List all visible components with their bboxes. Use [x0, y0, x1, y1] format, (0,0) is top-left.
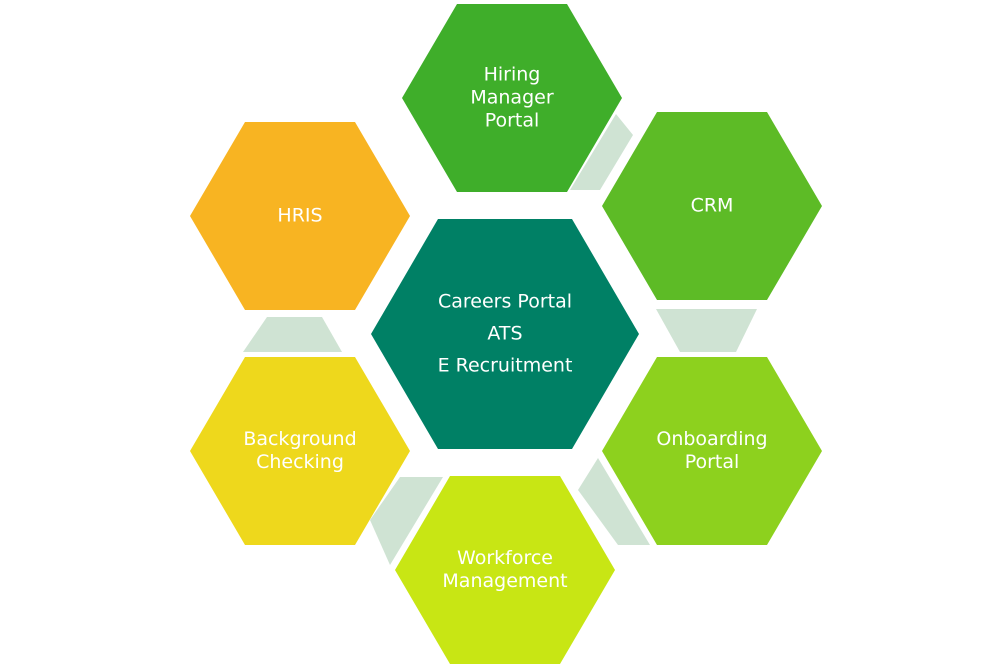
- hexagon-label-center-line-2: ATS: [487, 323, 522, 345]
- hexagon-shape-crm: [602, 112, 822, 300]
- connector-onboarding-workforce: [578, 458, 650, 545]
- hexagon-label-workforce-management-line-1: Workforce: [457, 547, 553, 569]
- hexagon-label-crm-line-1: CRM: [691, 195, 734, 217]
- hexagon-shape-workforce-management: [395, 476, 615, 664]
- hexagon-label-background-checking-line-2: Checking: [256, 451, 344, 473]
- hexagon-shape-center: [371, 219, 639, 449]
- connector-hiring-crm: [570, 114, 633, 190]
- hexagon-label-hiring-manager-portal-line-2: Manager: [470, 87, 553, 109]
- hexagon-label-center-line-1: Careers Portal: [438, 291, 572, 313]
- hexagon-shape-onboarding-portal: [602, 357, 822, 545]
- connector-crm-onboarding: [656, 309, 757, 352]
- hexagon-label-background-checking-line-1: Background: [243, 428, 356, 450]
- hexagon-label-hiring-manager-portal-line-1: Hiring: [484, 64, 541, 86]
- hexagon-label-center-line-3: E Recruitment: [438, 355, 573, 377]
- hexagon-shape-hiring-manager-portal: [402, 4, 622, 192]
- hexagon-label-hris-line-1: HRIS: [277, 205, 322, 227]
- hexagon-label-workforce-management-line-2: Management: [442, 570, 567, 592]
- hexagon-shape-hris: [190, 122, 410, 310]
- hexagon-label-onboarding-portal-line-2: Portal: [685, 451, 740, 473]
- hexagon-label-hiring-manager-portal-line-3: Portal: [485, 110, 540, 132]
- connector-workforce-background: [370, 477, 443, 565]
- hexagon-shape-background-checking: [190, 357, 410, 545]
- hexagon-label-onboarding-portal-line-1: Onboarding: [656, 428, 767, 450]
- hexagon-hris: HRIS: [190, 122, 410, 310]
- connector-hris-background: [243, 317, 342, 352]
- hexagon-crm: CRM: [602, 112, 822, 300]
